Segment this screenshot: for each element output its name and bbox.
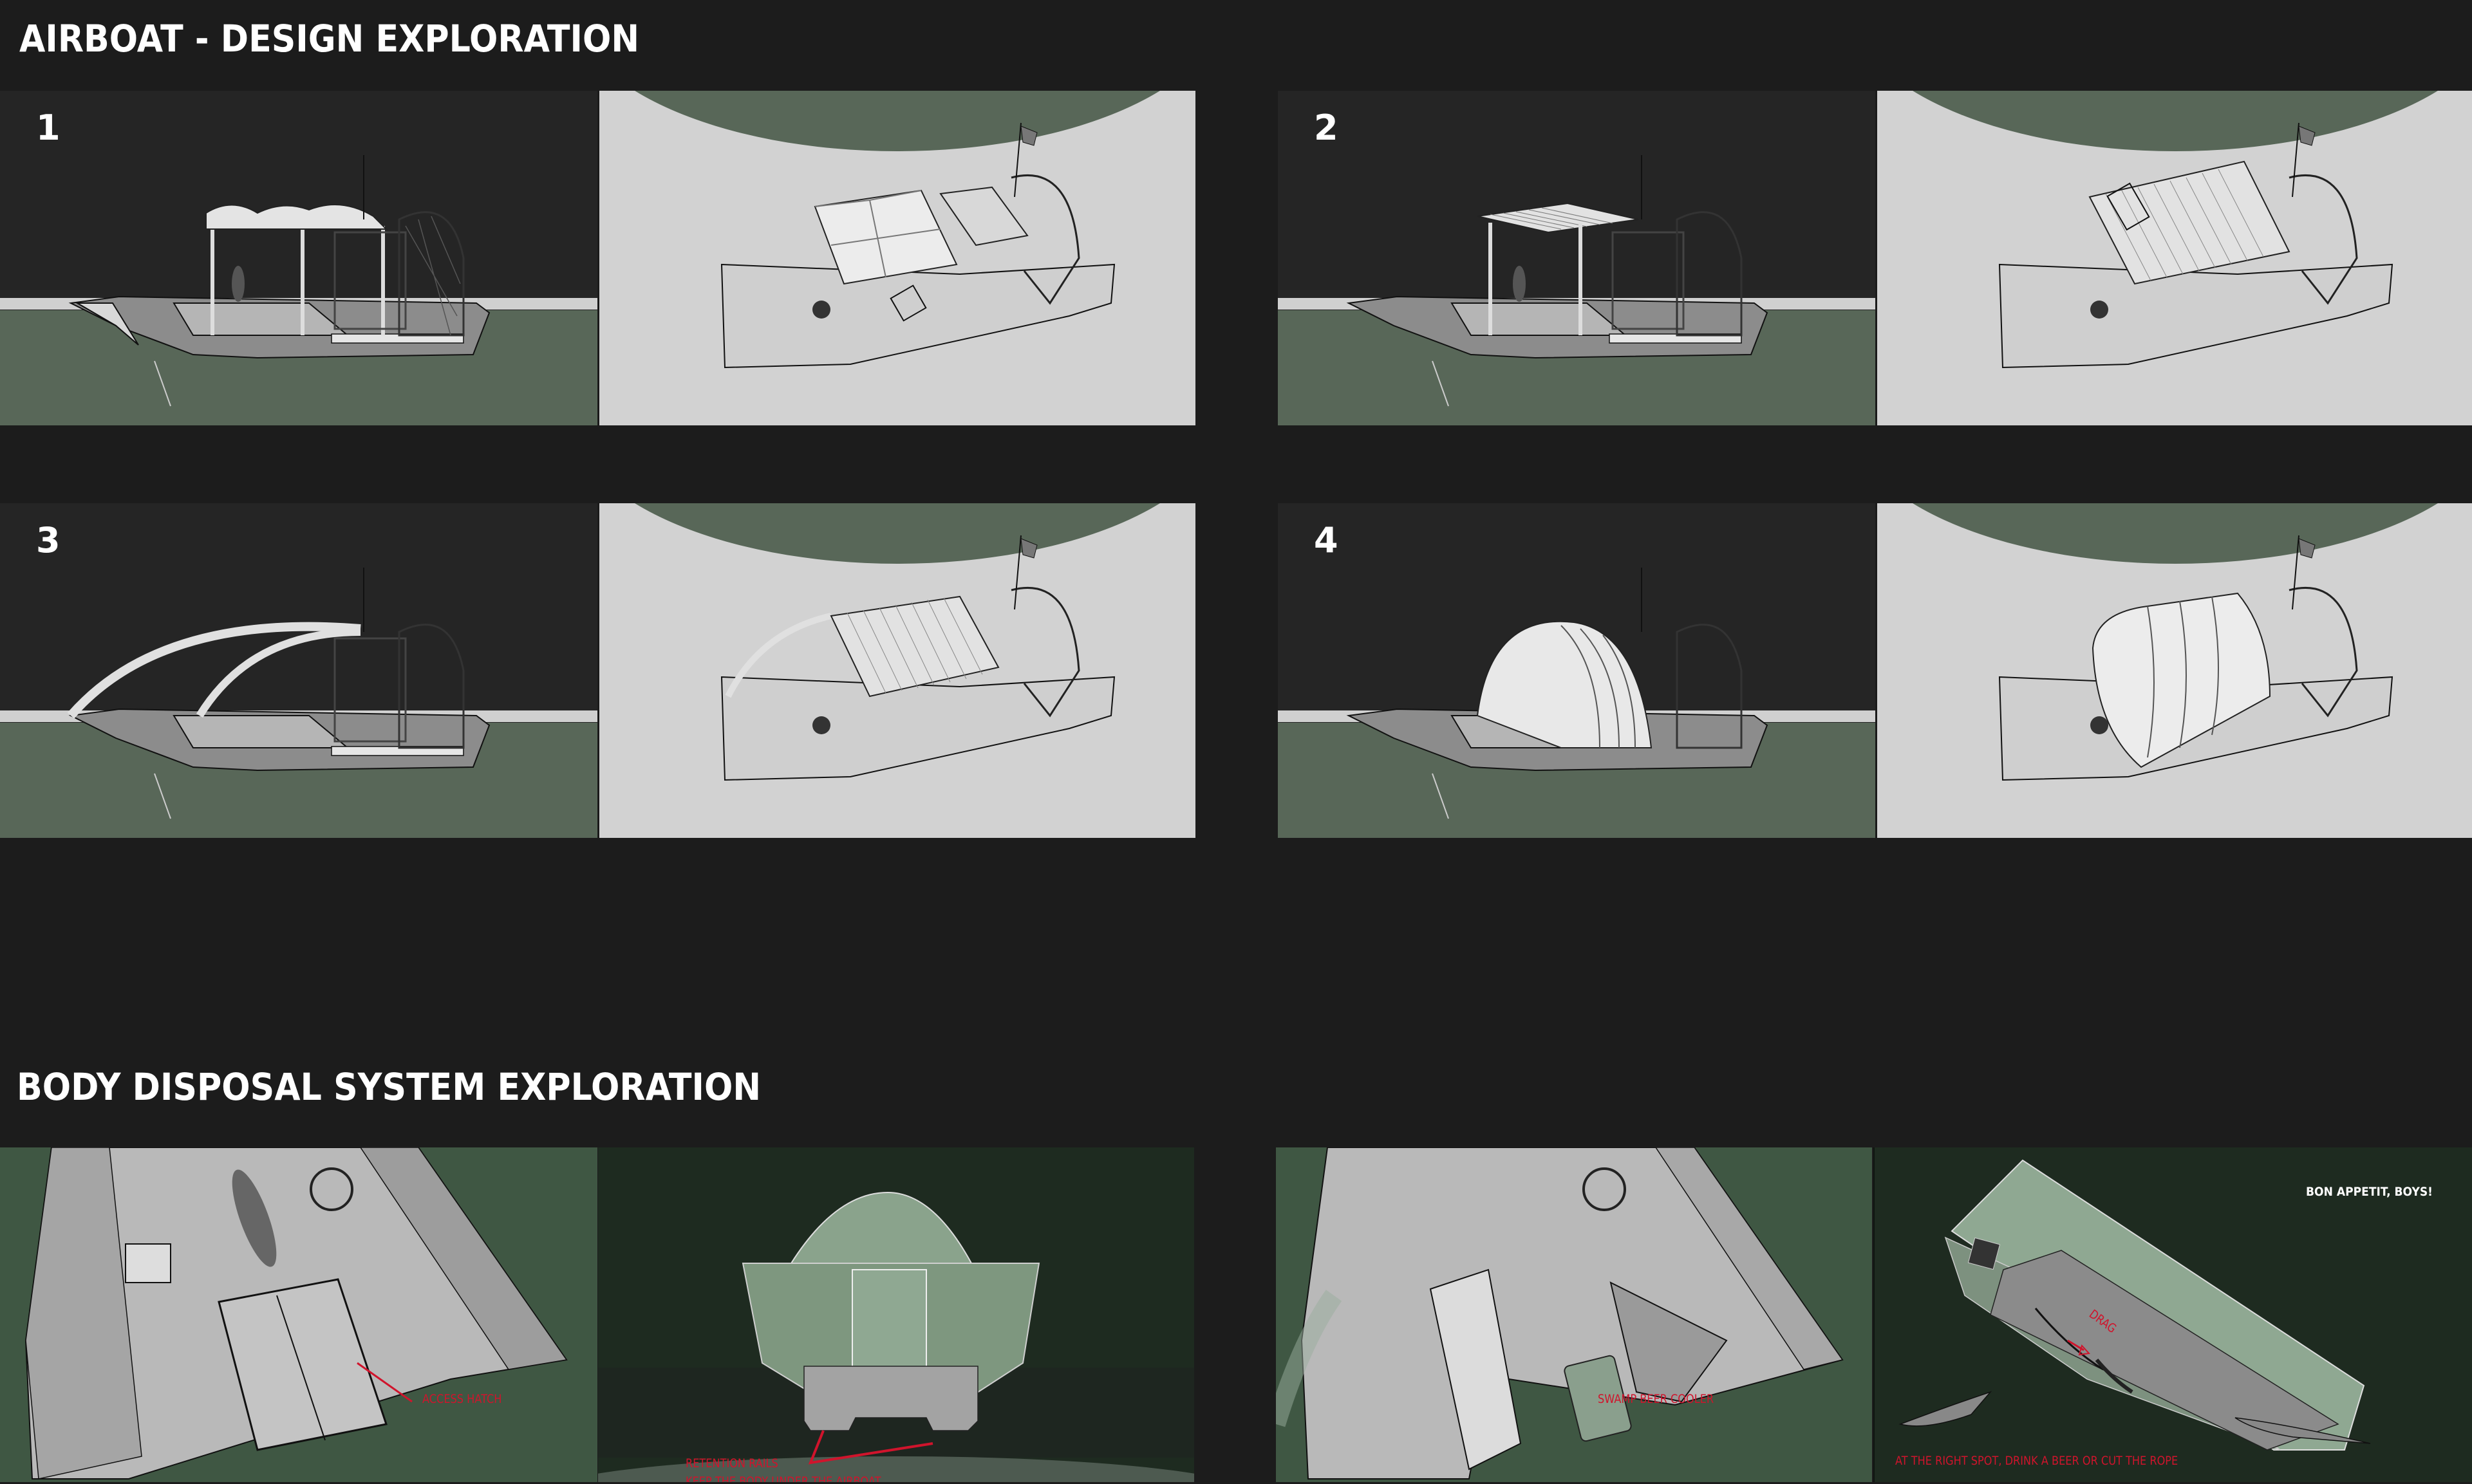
airboat-top-render xyxy=(1998,535,2393,781)
annotation-bon-appetit: BON APPETIT, BOYS! xyxy=(2306,1185,2433,1199)
variant-number: 1 xyxy=(36,107,61,148)
airboat-side-render xyxy=(68,155,491,407)
variant-number: 4 xyxy=(1314,520,1338,561)
variant-1-side-view: 1 xyxy=(0,91,597,425)
airboat-underside-render xyxy=(1898,1159,2371,1451)
section-title-design: AIRBOAT - DESIGN EXPLORATION xyxy=(19,17,640,60)
annotation-arrow xyxy=(357,1362,413,1403)
annotation-drop-instructions: AT THE RIGHT SPOT, DRINK A BEER OR CUT T… xyxy=(1895,1454,2178,1468)
variant-1-top-view xyxy=(598,91,1195,425)
airboat-side-render xyxy=(1346,155,1768,407)
annotation-swamp-beer-cooler: SWAMP BEER COOLER xyxy=(1598,1392,1714,1406)
beer-cooler-panel: SWAMP BEER COOLER xyxy=(1276,1147,1872,1482)
section-title-disposal: BODY DISPOSAL SYSTEM EXPLORATION xyxy=(17,1065,762,1109)
airboat-top-render xyxy=(720,122,1116,369)
annotation-retention-rails: RETENTION RAILS xyxy=(686,1456,778,1470)
access-hatch-panel: ACCESS HATCH xyxy=(0,1147,597,1482)
variant-3-top-view xyxy=(598,503,1195,838)
airboat-top-render xyxy=(720,535,1116,781)
variant-3-side-view: 3 xyxy=(0,503,597,838)
airboat-top-render xyxy=(1998,122,2393,369)
airboat-side-render xyxy=(1346,568,1768,819)
annotation-retention-purpose: KEEP THE BODY UNDER THE AIRBOAT xyxy=(686,1474,881,1482)
variant-4-side-view: 4 xyxy=(1278,503,1875,838)
variant-2-side-view: 2 xyxy=(1278,91,1875,425)
annotation-access-hatch: ACCESS HATCH xyxy=(422,1392,502,1406)
variant-4-top-view xyxy=(1876,503,2472,838)
retention-rails-panel: RETENTION RAILS KEEP THE BODY UNDER THE … xyxy=(598,1147,1194,1482)
airboat-rear-render xyxy=(742,1191,1040,1465)
deck-hatch-render xyxy=(24,1147,568,1479)
variant-number: 2 xyxy=(1314,107,1338,148)
airboat-side-render xyxy=(67,568,491,819)
variant-2-top-view xyxy=(1876,91,2472,425)
body-drag-panel: BON APPETIT, BOYS! DRAG AT THE RIGHT SPO… xyxy=(1873,1147,2472,1482)
variant-number: 3 xyxy=(36,520,61,561)
deck-cooler-render xyxy=(1276,1147,1844,1479)
